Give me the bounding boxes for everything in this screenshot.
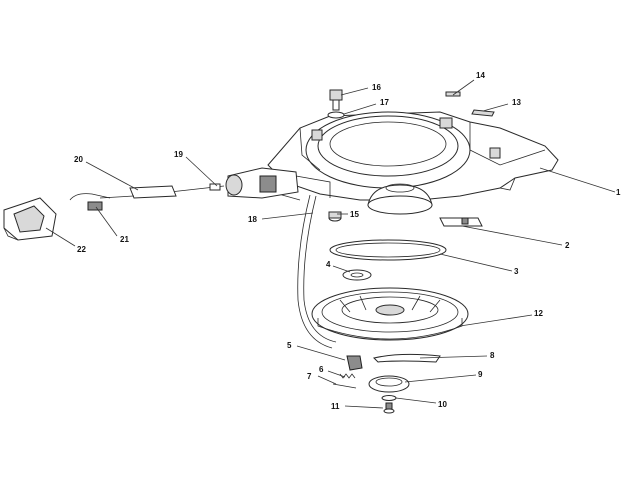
callout-18: 18 [248, 215, 257, 224]
callout-1: 1 [616, 188, 621, 197]
callout-4: 4 [326, 260, 331, 269]
callout-20: 20 [74, 155, 83, 164]
callout-9: 9 [478, 370, 483, 379]
callout-16: 16 [372, 83, 381, 92]
callout-5: 5 [287, 341, 292, 350]
clip [445, 91, 461, 97]
callout-14: 14 [476, 71, 485, 80]
callout-21: 21 [120, 235, 129, 244]
small-washer [381, 395, 397, 401]
callouts: 1 2 3 4 5 6 7 8 9 10 11 12 13 14 15 16 1… [74, 71, 621, 411]
callout-7: 7 [307, 372, 312, 381]
callout-13: 13 [512, 98, 521, 107]
flat-spring [373, 353, 441, 363]
nut [328, 211, 342, 222]
small-plate [471, 109, 495, 117]
starter-handle [3, 197, 57, 241]
center-screw [383, 402, 395, 414]
leader-lines [45, 79, 616, 409]
washer [342, 269, 372, 281]
bolt-washer [327, 111, 345, 119]
callout-19: 19 [174, 150, 183, 159]
cable-assembly [225, 167, 337, 349]
dome-cap [367, 183, 433, 215]
callout-8: 8 [490, 351, 495, 360]
starter-housing [267, 111, 559, 201]
callout-3: 3 [514, 267, 519, 276]
callout-17: 17 [380, 98, 389, 107]
callout-10: 10 [438, 400, 447, 409]
bracket [439, 217, 483, 227]
callout-11: 11 [331, 402, 340, 411]
callout-22: 22 [77, 245, 86, 254]
pawl [346, 355, 363, 371]
bolt [329, 89, 343, 111]
rope-pulley [311, 287, 469, 341]
hook-clip [69, 193, 111, 211]
gasket-ring [329, 239, 447, 261]
callout-15: 15 [350, 210, 359, 219]
rod [99, 185, 177, 199]
callout-2: 2 [565, 241, 570, 250]
friction-plate [368, 375, 410, 393]
callout-6: 6 [319, 365, 324, 374]
callout-12: 12 [534, 309, 543, 318]
pawl-spring [339, 373, 356, 379]
pin [332, 383, 357, 389]
